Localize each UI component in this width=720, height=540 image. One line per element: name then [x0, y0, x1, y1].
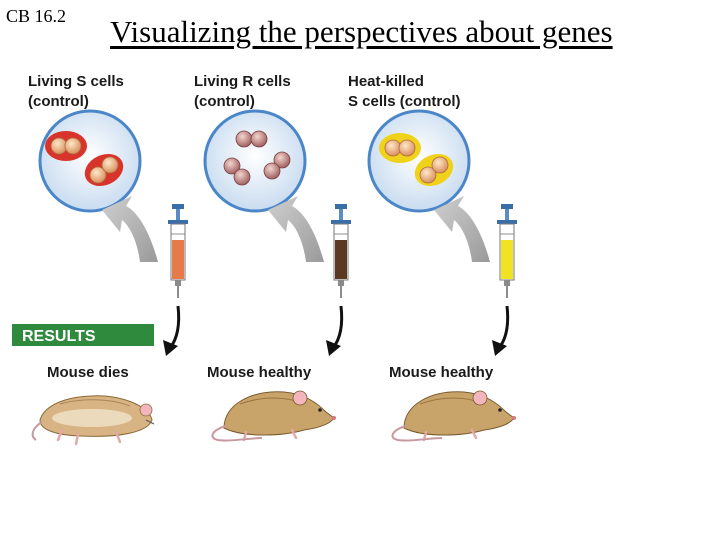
transfer-arrow-2: [268, 196, 324, 262]
outcome-mouse-dies: Mouse dies: [47, 364, 129, 381]
label-heat-killed-line1: Heat-killed: [348, 73, 424, 90]
slide-number: CB 16.2: [6, 6, 67, 26]
petri-dish-living-s: [38, 109, 142, 213]
down-arrow-3: [497, 305, 510, 349]
transfer-arrow-1: [102, 196, 158, 262]
s-cell-pair-2: [84, 153, 124, 187]
s-cell-pair-1: [45, 131, 87, 161]
transfer-arrow-3: [434, 196, 490, 262]
syringe-heat-killed: [497, 204, 517, 298]
petri-dish-heat-killed: [367, 109, 471, 213]
slide-title: Visualizing the perspectives about genes: [110, 14, 613, 49]
heat-killed-cell-pair-2: [414, 153, 454, 187]
column-living-r-cells: Living R cells (control): [194, 73, 351, 442]
syringe-living-s: [168, 204, 188, 298]
petri-dish-living-r: [203, 109, 307, 213]
label-living-r-cells-line1: Living R cells: [194, 73, 291, 90]
mouse-healthy-icon-2: [391, 390, 516, 442]
column-living-s-cells: Living S cells (control): [28, 73, 188, 446]
down-arrow-1: [168, 305, 181, 349]
mouse-dead-icon: [31, 395, 155, 446]
results-banner: RESULTS: [12, 324, 154, 346]
results-label: RESULTS: [22, 328, 96, 345]
syringe-living-r: [331, 204, 351, 298]
outcome-mouse-healthy-r: Mouse healthy: [207, 364, 312, 381]
label-living-s-cells-line2: (control): [28, 93, 89, 110]
label-living-r-cells-line2: (control): [194, 93, 255, 110]
outcome-mouse-healthy-heat-killed: Mouse healthy: [389, 364, 494, 381]
column-heat-killed-s-cells: Heat-killed S cells (control): [348, 73, 517, 442]
label-living-s-cells-line1: Living S cells: [28, 73, 124, 90]
mouse-healthy-icon: [211, 390, 336, 442]
label-heat-killed-line2: S cells (control): [348, 93, 461, 110]
heat-killed-cell-pair-1: [379, 133, 421, 163]
down-arrow-2: [331, 305, 344, 349]
